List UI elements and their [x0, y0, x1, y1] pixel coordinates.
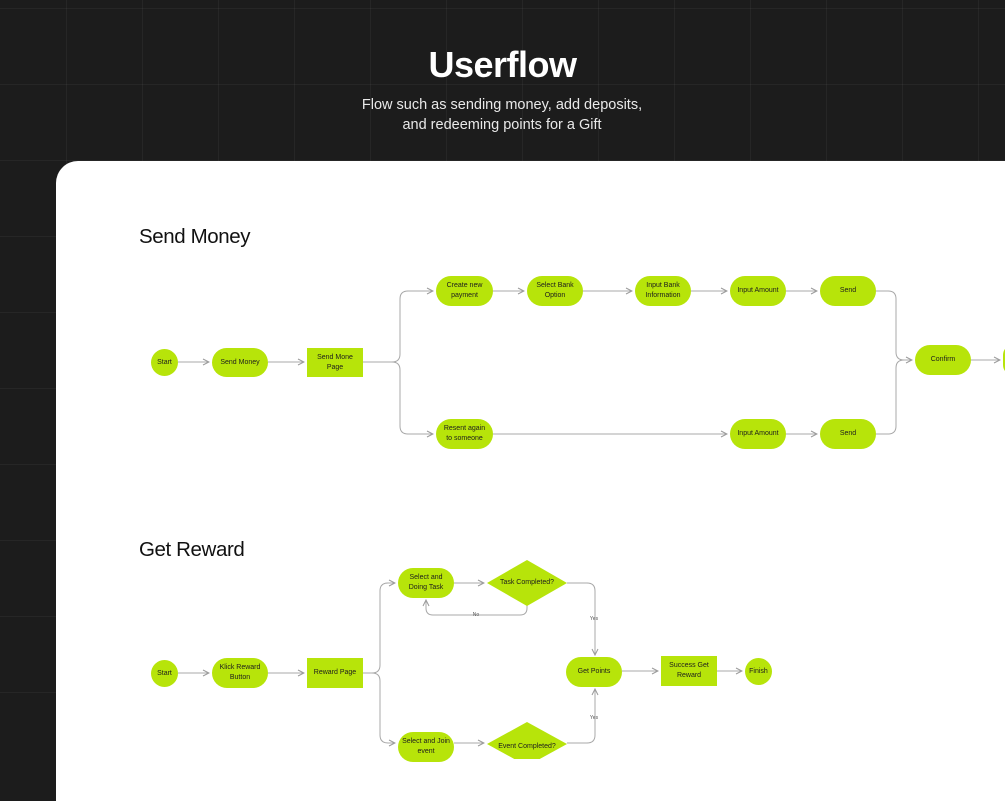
page-subtitle: Flow such as sending money, add deposits… [361, 97, 643, 133]
decision-task-completed-label: Task Completed? [499, 579, 555, 586]
node-input-bank-information: Input Bank Information [635, 276, 691, 306]
edge-label-yes-bottom: Yes [589, 715, 599, 721]
node-get-points: Get Points [566, 657, 622, 687]
node-send-money-page: Send Mone Page [307, 348, 363, 377]
page-title: Userflow [428, 44, 577, 85]
diagram-card [56, 161, 1005, 801]
node-select-join-event: Select and Join event [398, 732, 454, 762]
node-select-bank-option: Select Bank Option [527, 276, 583, 306]
flow-connectors [178, 0, 1005, 759]
edge-label-yes-top: Yes [589, 616, 599, 622]
node-input-amount-bottom: Input Amount [730, 419, 786, 449]
node-send-bottom: Send [820, 419, 876, 449]
section-title-send-money: Send Money [139, 225, 251, 248]
node-start: Start [151, 349, 178, 376]
node-select-doing-task: Select and Doing Task [398, 568, 454, 598]
node-next-offscreen [1003, 345, 1005, 375]
edge-label-no: No [472, 612, 480, 618]
node-resent-again: Resent again to someone [436, 419, 493, 449]
node-input-amount-top: Input Amount [730, 276, 786, 306]
section-title-get-reward: Get Reward [139, 538, 245, 561]
node-klick-reward-button: Klick Reward Button [212, 658, 268, 688]
node-reward-start: Start [151, 660, 178, 687]
node-create-new-payment: Create new payment [436, 276, 493, 306]
node-success-get-reward: Success Get Reward [661, 656, 717, 686]
decision-event-completed-label: Event Completed? [498, 743, 556, 750]
node-confirm: Confirm [915, 345, 971, 375]
node-send-top: Send [820, 276, 876, 306]
node-send-money: Send Money [212, 348, 268, 377]
node-finish: Finish [745, 658, 772, 685]
node-reward-page: Reward Page [307, 658, 363, 688]
